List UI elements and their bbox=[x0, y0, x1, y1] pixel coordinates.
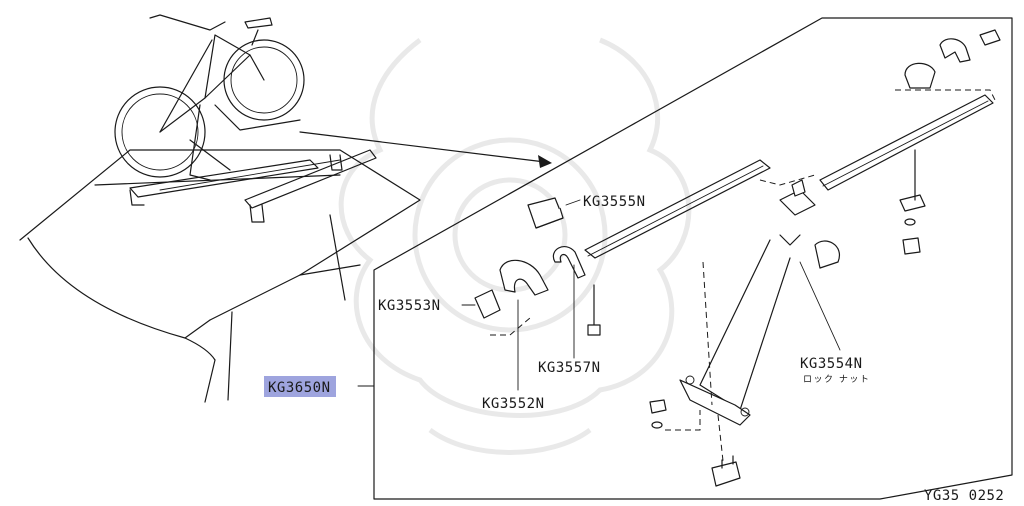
rail-channel bbox=[584, 89, 996, 259]
label-kg3650n[interactable]: KG3650N bbox=[268, 380, 331, 396]
part-end-cap bbox=[527, 197, 564, 229]
label-kg3554n-note: ロック ナット bbox=[803, 374, 870, 385]
part-clips-top bbox=[904, 29, 1001, 89]
part-stud bbox=[711, 455, 741, 487]
part-fork-mount bbox=[679, 179, 841, 426]
label-kg3552n[interactable]: KG3552N bbox=[482, 396, 545, 412]
detail-arrow bbox=[299, 131, 552, 168]
part-block bbox=[474, 289, 501, 319]
part-hardware-left bbox=[649, 399, 667, 429]
watermark-emblem bbox=[338, 37, 692, 455]
part-clamp bbox=[499, 259, 549, 296]
detail-frame bbox=[373, 17, 1013, 500]
label-kg3555n[interactable]: KG3555N bbox=[583, 194, 646, 210]
selection-highlight bbox=[264, 376, 336, 397]
figure-code: YG35 0252 bbox=[924, 488, 1004, 504]
part-hardware-right bbox=[899, 149, 926, 255]
label-kg3557n[interactable]: KG3557N bbox=[538, 360, 601, 376]
label-kg3553n[interactable]: KG3553N bbox=[378, 298, 441, 314]
leader-lines bbox=[357, 261, 841, 391]
label-kg3554n[interactable]: KG3554N bbox=[800, 356, 863, 372]
bicycle-illustration bbox=[114, 14, 305, 181]
part-strap bbox=[552, 246, 586, 279]
car-roof-illustration bbox=[19, 149, 421, 403]
part-bolt bbox=[587, 284, 601, 336]
